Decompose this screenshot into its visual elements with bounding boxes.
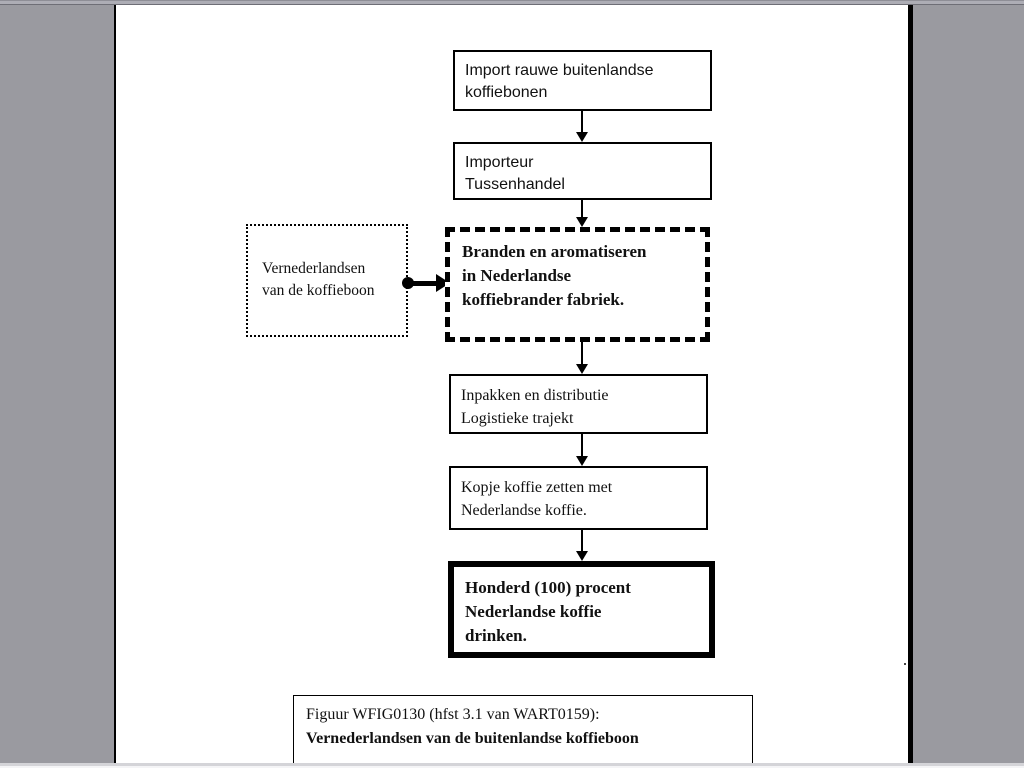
arrow-head-icon	[576, 456, 588, 466]
side-note-box[interactable]: Vernederlandsen van de koffieboon	[246, 224, 408, 337]
connector-arrow-4[interactable]	[576, 434, 588, 466]
arrow-shaft	[581, 530, 583, 552]
side-connector-arrow[interactable]	[402, 274, 450, 292]
arrow-head-icon	[576, 551, 588, 561]
figure-caption-box[interactable]: Figuur WFIG0130 (hfst 3.1 van WART0159):…	[293, 695, 753, 768]
caption-line-1: Figuur WFIG0130 (hfst 3.1 van WART0159):	[306, 706, 600, 723]
workspace-margin-right	[913, 5, 1024, 763]
node-line: Nederlandse koffie	[465, 602, 602, 621]
arrow-shaft	[581, 111, 583, 133]
flow-node-importeur[interactable]: Importeur Tussenhandel	[453, 142, 712, 200]
node-line: van de koffieboon	[262, 282, 375, 299]
connector-arrow-2[interactable]	[576, 200, 588, 227]
flow-node-import[interactable]: Import rauwe buitenlandse koffiebonen	[453, 50, 712, 111]
document-page[interactable]: Import rauwe buitenlandse koffiebonen Im…	[116, 5, 908, 768]
flow-node-branden[interactable]: Branden en aromatiseren in Nederlandse k…	[445, 227, 710, 342]
node-line: Vernederlandsen	[262, 260, 366, 277]
stray-dot	[904, 663, 906, 665]
flow-node-honderd[interactable]: Honderd (100) procent Nederlandse koffie…	[448, 561, 715, 658]
node-line: Honderd (100) procent	[465, 578, 631, 597]
window-bottom-edge	[0, 763, 1024, 766]
arrow-shaft	[407, 281, 437, 286]
node-line: koffiebrander fabriek.	[462, 290, 625, 309]
page-edge-left	[114, 5, 116, 763]
node-line: Kopje koffie zetten met	[461, 479, 613, 496]
node-line: drinken.	[465, 626, 527, 645]
node-line: Importeur	[465, 154, 534, 171]
arrow-head-icon	[576, 364, 588, 374]
node-line: Logistieke trajekt	[461, 410, 574, 427]
arrow-head-icon	[576, 132, 588, 142]
page-edge-right	[908, 5, 913, 763]
connector-arrow-3[interactable]	[576, 342, 588, 374]
workspace-margin-left	[0, 5, 114, 763]
flow-node-kopje[interactable]: Kopje koffie zetten met Nederlandse koff…	[449, 466, 708, 530]
arrow-shaft	[581, 342, 583, 365]
node-line: in Nederlandse	[462, 266, 572, 285]
window-top-edge	[0, 0, 1024, 5]
arrow-shaft	[581, 434, 583, 457]
node-line: Branden en aromatiseren	[462, 242, 647, 261]
arrow-head-icon	[576, 217, 588, 227]
node-line: Tussenhandel	[465, 176, 565, 193]
node-line: Inpakken en distributie	[461, 387, 609, 404]
caption-line-2: Vernederlandsen van de buitenlandse koff…	[306, 730, 639, 747]
node-line: koffiebonen	[465, 84, 548, 101]
window-bottom-highlight	[0, 766, 1024, 768]
connector-arrow-1[interactable]	[576, 111, 588, 142]
flow-node-inpakken[interactable]: Inpakken en distributie Logistieke traje…	[449, 374, 708, 434]
connector-arrow-5[interactable]	[576, 530, 588, 561]
arrow-shaft	[581, 200, 583, 218]
node-line: Nederlandse koffie.	[461, 502, 587, 519]
node-line: Import rauwe buitenlandse	[465, 62, 654, 79]
